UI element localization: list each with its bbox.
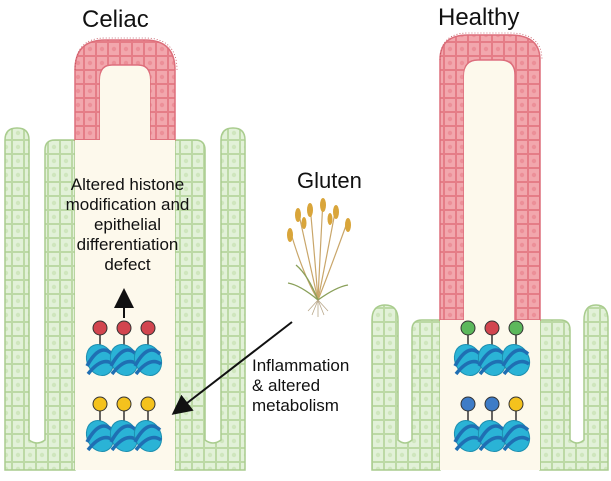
healthy-title: Healthy xyxy=(438,4,520,31)
histone-mark xyxy=(92,396,108,412)
outcome-line: epithelial xyxy=(93,215,162,234)
outcome-label: Altered histone modification and epithel… xyxy=(50,175,205,275)
histone-mark xyxy=(508,320,524,336)
dna-strand xyxy=(477,424,506,443)
histone-mark xyxy=(484,320,500,336)
dna-strand xyxy=(477,348,506,367)
cause-label: Inflammation & altered metabolism xyxy=(252,356,349,416)
nucleosome-group xyxy=(453,396,531,453)
histone-mark xyxy=(116,396,132,412)
dna-strand xyxy=(453,348,482,367)
dna-strand xyxy=(501,348,530,367)
dna-strand xyxy=(134,435,163,452)
wheat-icon xyxy=(287,198,351,317)
histone-mark xyxy=(92,320,108,336)
dna-strand xyxy=(109,424,138,443)
celiac-title: Celiac xyxy=(82,6,149,33)
diagonal-arrow xyxy=(171,321,293,415)
histone-mark xyxy=(484,396,500,412)
dna-strand xyxy=(85,348,114,367)
dna-strand xyxy=(133,424,162,443)
outcome-line: defect xyxy=(104,255,151,274)
cause-line: Inflammation xyxy=(252,356,350,375)
histone-mark xyxy=(508,396,524,412)
dna-strand xyxy=(134,359,163,376)
histone-mark xyxy=(140,396,156,412)
histone-mark xyxy=(460,320,476,336)
dna-strand xyxy=(109,348,138,367)
nucleosome-group xyxy=(453,320,531,377)
dna-strand xyxy=(502,359,531,376)
dna-strand xyxy=(453,424,482,443)
nucleosome-group xyxy=(85,320,163,377)
dna-strand xyxy=(133,348,162,367)
outcome-line: modification and xyxy=(65,195,190,214)
nucleosome-layer xyxy=(85,320,531,453)
cause-line: metabolism xyxy=(252,396,339,415)
celiac-crypt-epithelium-right xyxy=(174,127,246,471)
histone-mark xyxy=(140,320,156,336)
gluten-label: Gluten xyxy=(297,168,362,193)
dna-strand xyxy=(85,424,114,443)
outcome-line: differentiation xyxy=(76,235,179,254)
dna-strand xyxy=(501,424,530,443)
histone-mark xyxy=(460,396,476,412)
dna-strand xyxy=(502,435,531,452)
histone-mark xyxy=(116,320,132,336)
nucleosome-group xyxy=(85,396,163,453)
outcome-line: Altered histone xyxy=(70,175,185,194)
healthy-crypt-epithelium-right xyxy=(539,304,609,471)
celiac-crypt-epithelium xyxy=(4,127,76,471)
cause-line: & altered xyxy=(252,376,321,395)
healthy-crypt-epithelium-left xyxy=(371,304,441,471)
